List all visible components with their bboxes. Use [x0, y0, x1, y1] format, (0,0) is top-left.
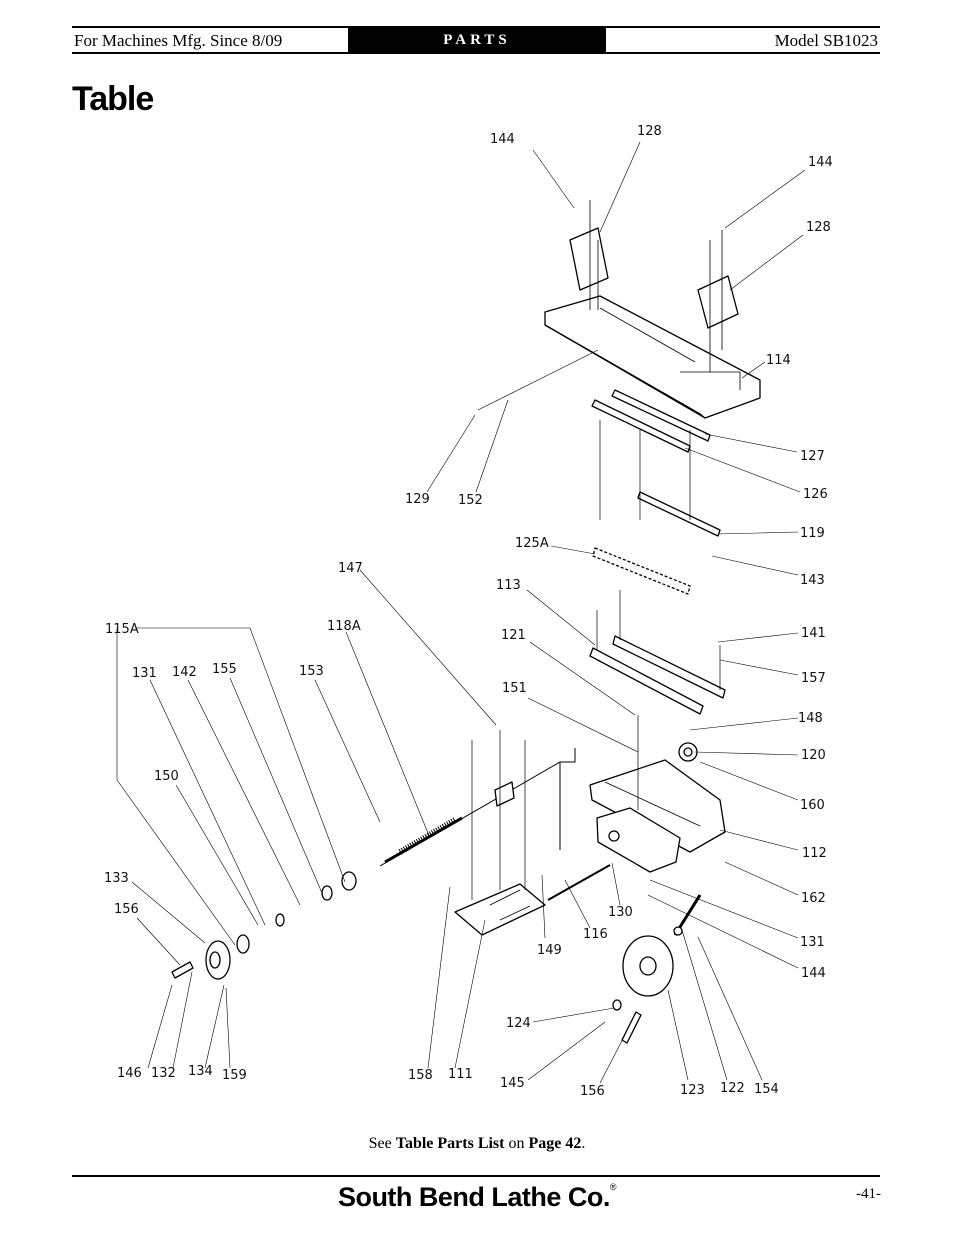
callout-158: 158 [408, 1068, 433, 1083]
brand-logo: South Bend Lathe Co.® [0, 1182, 954, 1213]
callout-128a: 128 [637, 124, 662, 139]
callout-147: 147 [338, 561, 363, 576]
callout-148: 148 [798, 711, 823, 726]
callout-143: 143 [800, 573, 825, 588]
brand-name: South Bend Lathe Co. [337, 1182, 610, 1212]
callout-144a: 144 [490, 132, 515, 147]
see-prefix: See [368, 1135, 396, 1152]
footer-divider [72, 1175, 880, 1177]
fence-left [569, 227, 609, 291]
callout-112: 112 [802, 846, 827, 861]
callout-156-right: 156 [580, 1084, 605, 1099]
callout-122: 122 [720, 1081, 745, 1096]
header-model: Model SB1023 [774, 31, 878, 50]
callout-114: 114 [766, 353, 791, 368]
callout-125a: 125A [515, 536, 549, 551]
callout-123: 123 [680, 1083, 705, 1098]
parts-list-link[interactable]: Table Parts List [395, 1135, 505, 1152]
fence-right [697, 275, 739, 329]
callout-154: 154 [754, 1082, 779, 1097]
callout-129: 129 [405, 492, 430, 507]
callout-120: 120 [801, 748, 826, 763]
callout-132: 132 [151, 1066, 176, 1081]
see-mid: on [504, 1135, 529, 1152]
callout-156-left: 156 [114, 902, 139, 917]
callout-130: 130 [608, 905, 633, 920]
callout-142: 142 [172, 665, 197, 680]
callout-111: 111 [448, 1067, 473, 1082]
page-title: Table [72, 80, 154, 118]
callout-131-left: 131 [132, 666, 157, 681]
callout-159: 159 [222, 1068, 247, 1083]
callout-113: 113 [496, 578, 521, 593]
callout-118a: 118A [327, 619, 361, 634]
callout-131-right: 131 [800, 935, 825, 950]
see-suffix: . [581, 1135, 586, 1152]
clamp-plate [454, 883, 546, 936]
callout-141: 141 [801, 626, 826, 641]
callout-145: 145 [500, 1076, 525, 1091]
callout-149: 149 [537, 943, 562, 958]
callout-160: 160 [800, 798, 825, 813]
parts-list-reference: See Table Parts List on Page 42. [0, 1135, 954, 1153]
registered-mark: ® [609, 1182, 617, 1192]
callout-162: 162 [801, 891, 826, 906]
callout-157: 157 [801, 671, 826, 686]
callout-124: 124 [506, 1016, 531, 1031]
page-ref-link[interactable]: Page 42 [528, 1135, 582, 1152]
handwheel-right [622, 935, 674, 997]
callout-127: 127 [800, 449, 825, 464]
callout-146: 146 [117, 1066, 142, 1081]
callout-128b: 128 [806, 220, 831, 235]
page-header: For Machines Mfg. Since 8/09 PARTS Model… [72, 26, 880, 54]
callout-151: 151 [502, 681, 527, 696]
callout-115a: 115A [105, 622, 139, 637]
handwheel-left [205, 940, 231, 980]
callout-119: 119 [800, 526, 825, 541]
callout-121: 121 [501, 628, 526, 643]
callout-134: 134 [188, 1064, 213, 1079]
callout-126: 126 [803, 487, 828, 502]
callout-153: 153 [299, 664, 324, 679]
callout-155: 155 [212, 662, 237, 677]
header-section-label: PARTS [348, 28, 606, 52]
callout-144c: 144 [801, 966, 826, 981]
callout-116: 116 [583, 927, 608, 942]
callout-152: 152 [458, 493, 483, 508]
page-number: -41- [856, 1186, 881, 1202]
header-machines-note: For Machines Mfg. Since 8/09 [74, 31, 283, 50]
callout-150: 150 [154, 769, 179, 784]
callout-144b: 144 [808, 155, 833, 170]
callout-133: 133 [104, 871, 129, 886]
